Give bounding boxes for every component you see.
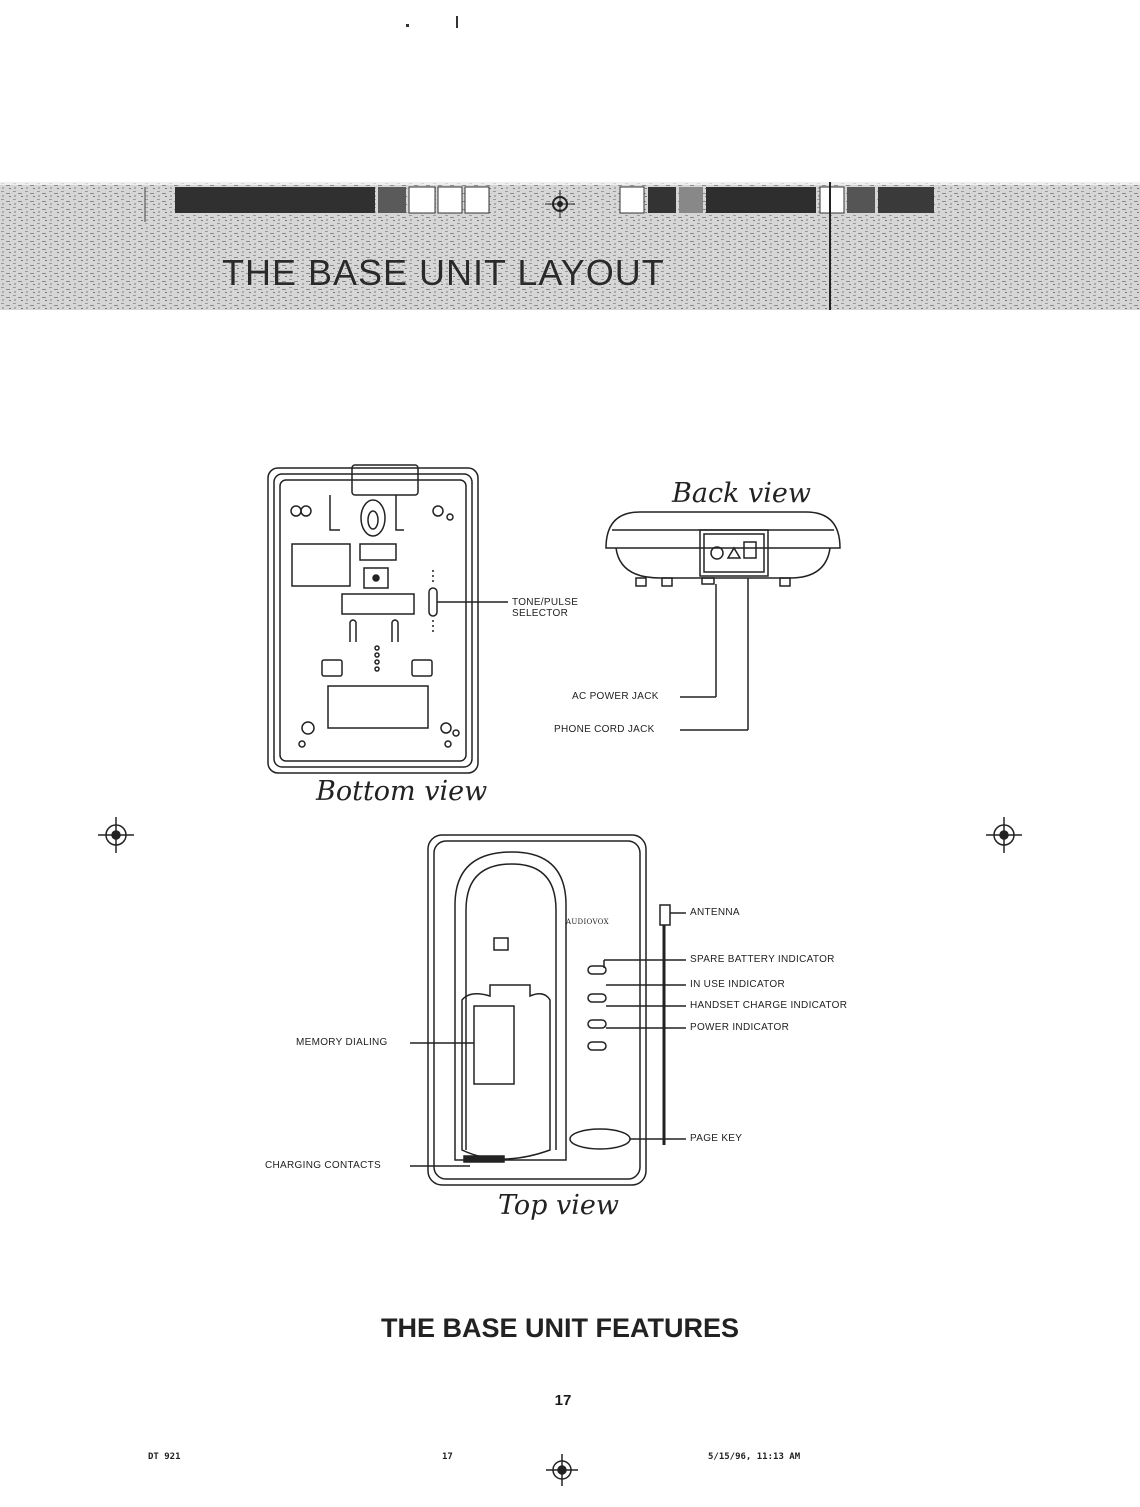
page-key-label: PAGE KEY bbox=[690, 1133, 743, 1144]
top-view-caption: Top view bbox=[498, 1190, 620, 1221]
banner-title: THE BASE UNIT LAYOUT bbox=[222, 252, 665, 293]
bottom-view-caption: Bottom view bbox=[316, 776, 488, 807]
handset-charge-indicator-label: HANDSET CHARGE INDICATOR bbox=[690, 1000, 848, 1011]
footer-center: 17 bbox=[442, 1452, 453, 1462]
antenna-label: ANTENNA bbox=[690, 907, 740, 918]
spare-battery-indicator-label: SPARE BATTERY INDICATOR bbox=[690, 954, 835, 965]
scan-speck bbox=[406, 24, 409, 27]
phone-cord-jack-label: PHONE CORD JACK bbox=[554, 724, 655, 735]
power-indicator-label: POWER INDICATOR bbox=[690, 1022, 790, 1033]
footer-right: 5/15/96, 11:13 AM bbox=[708, 1452, 801, 1462]
section-title: THE BASE UNIT FEATURES bbox=[380, 1313, 739, 1343]
top-view-drawing bbox=[410, 834, 686, 1186]
footer-left: DT 921 bbox=[148, 1452, 181, 1462]
scan-speck bbox=[456, 16, 458, 28]
registration-marks bbox=[98, 817, 1022, 1486]
memory-dialing-label: MEMORY DIALING bbox=[296, 1037, 388, 1048]
brand-logo-text: AUDIOVOX bbox=[566, 918, 609, 926]
section-banner: THE BASE UNIT LAYOUT bbox=[0, 182, 1140, 310]
bottom-view-drawing bbox=[267, 464, 508, 774]
in-use-indicator-label: IN USE INDICATOR bbox=[690, 979, 785, 990]
page-number: 17 bbox=[554, 1392, 572, 1409]
back-view-caption: Back view bbox=[672, 478, 811, 509]
charging-contacts-label: CHARGING CONTACTS bbox=[265, 1160, 382, 1171]
ac-power-jack-label: AC POWER JACK bbox=[572, 691, 659, 702]
banner-texture bbox=[0, 182, 1140, 310]
